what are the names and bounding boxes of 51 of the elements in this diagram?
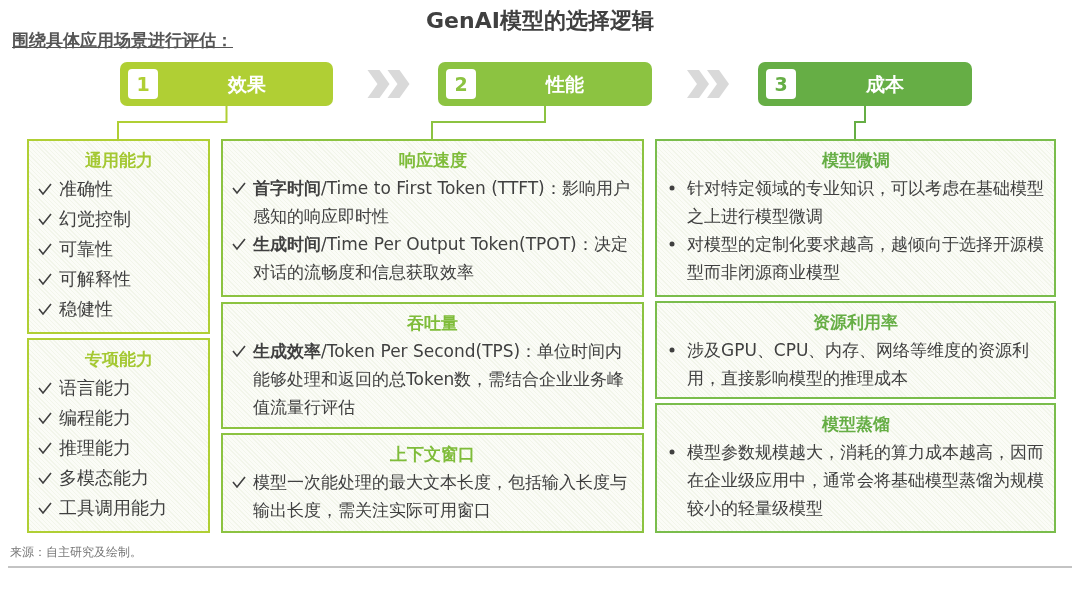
subtitle: 围绕具体应用场景进行评估： xyxy=(12,29,233,52)
card-heading: 模型蒸馏 xyxy=(820,413,891,436)
step-number: 3 xyxy=(766,69,796,99)
list-item: 对模型的定制化要求越高，越倾向于选择开源模型而非闭源商业模型 xyxy=(657,230,1046,286)
list-item: 稳健性 xyxy=(29,294,200,324)
list-item: 涉及GPU、CPU、内存、网络等维度的资源利用，直接影响模型的推理成本 xyxy=(657,336,1046,392)
card-heading: 吞吐量 xyxy=(406,312,459,335)
info-card xyxy=(655,301,1056,399)
list-item: 准确性 xyxy=(29,174,200,204)
list-item: 模型参数规模越大，消耗的算力成本越高，因而在企业级应用中，通常会将基础模型蒸馏为规模较小的轻量级模型 xyxy=(657,438,1046,522)
info-card xyxy=(221,139,644,297)
card-heading: 资源利用率 xyxy=(812,311,899,334)
info-card xyxy=(655,139,1056,297)
list-item: 生成效率/Token Per Second(TPS)：单位时间内能够处理和返回的总Token数，需结合企业业务峰值流量行评估 xyxy=(223,337,634,421)
list-item: 编程能力 xyxy=(29,403,200,433)
list-item: 生成时间/Time Per Output Token(TPOT)：决定对话的流畅度和信息获取效率 xyxy=(223,230,634,286)
card-heading: 响应速度 xyxy=(397,149,468,172)
step-number: 2 xyxy=(446,69,476,99)
connector-line xyxy=(117,105,228,140)
step-header xyxy=(438,62,652,106)
card-heading: 专项能力 xyxy=(83,348,154,371)
chevron-arrow xyxy=(687,70,729,98)
step-title: 效果 xyxy=(226,72,267,97)
card-heading: 上下文窗口 xyxy=(389,443,476,466)
connector-line xyxy=(431,105,546,140)
connector-line xyxy=(854,105,866,140)
info-card xyxy=(221,302,644,429)
list-item: 针对特定领域的专业知识，可以考虑在基础模型之上进行模型微调 xyxy=(657,174,1046,230)
list-item: 多模态能力 xyxy=(29,463,200,493)
step-header xyxy=(758,62,972,106)
list-item: 可靠性 xyxy=(29,234,200,264)
card-heading: 通用能力 xyxy=(83,149,154,172)
diagram-title: GenAI模型的选择逻辑 xyxy=(425,7,655,35)
step-header xyxy=(120,62,333,106)
list-item: 工具调用能力 xyxy=(29,493,200,523)
list-item: 首字时间/Time to First Token (TTFT)：影响用户感知的响应即时性 xyxy=(223,174,634,230)
list-item: 语言能力 xyxy=(29,373,200,403)
source-note: 来源：自主研究及绘制。 xyxy=(10,544,142,561)
step-title: 性能 xyxy=(544,72,585,97)
chevron-arrow xyxy=(367,70,410,98)
step-number: 1 xyxy=(128,69,158,99)
info-card xyxy=(27,139,210,334)
info-card xyxy=(221,433,644,533)
list-item: 幻觉控制 xyxy=(29,204,200,234)
info-card xyxy=(27,338,210,533)
step-title: 成本 xyxy=(865,72,905,97)
list-item: 模型一次能处理的最大文本长度，包括输入长度与输出长度，需关注实际可用窗口 xyxy=(223,468,634,524)
list-item: 可解释性 xyxy=(29,264,200,294)
list-item: 推理能力 xyxy=(29,433,200,463)
info-card xyxy=(655,403,1056,533)
card-heading: 模型微调 xyxy=(820,149,891,172)
